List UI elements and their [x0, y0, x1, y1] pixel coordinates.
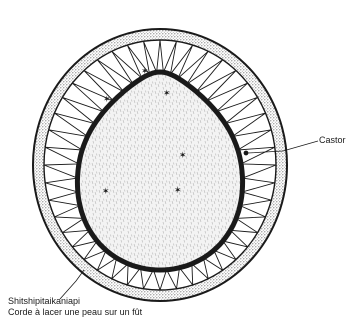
cord-caption: Shitshipitaikaniapi Corde à lacer une pe… — [8, 296, 142, 318]
pelt-mark-2: ✶ — [103, 95, 111, 105]
pelt-mark-6: ✶ — [179, 151, 187, 161]
pelt-mark-4: ✶ — [102, 187, 110, 197]
cord-leader-line — [60, 270, 84, 299]
castor-label: Castor — [319, 135, 346, 146]
cord-description-label: Corde à lacer une peau sur un fût — [8, 307, 142, 318]
pelt-mark-1: ✶ — [141, 67, 149, 77]
castor-leader-dot — [244, 151, 248, 155]
pelt-mark-5: ✶ — [174, 186, 182, 196]
cord-name-label: Shitshipitaikaniapi — [8, 296, 142, 307]
pelt-mark-3: ✶ — [163, 89, 171, 99]
